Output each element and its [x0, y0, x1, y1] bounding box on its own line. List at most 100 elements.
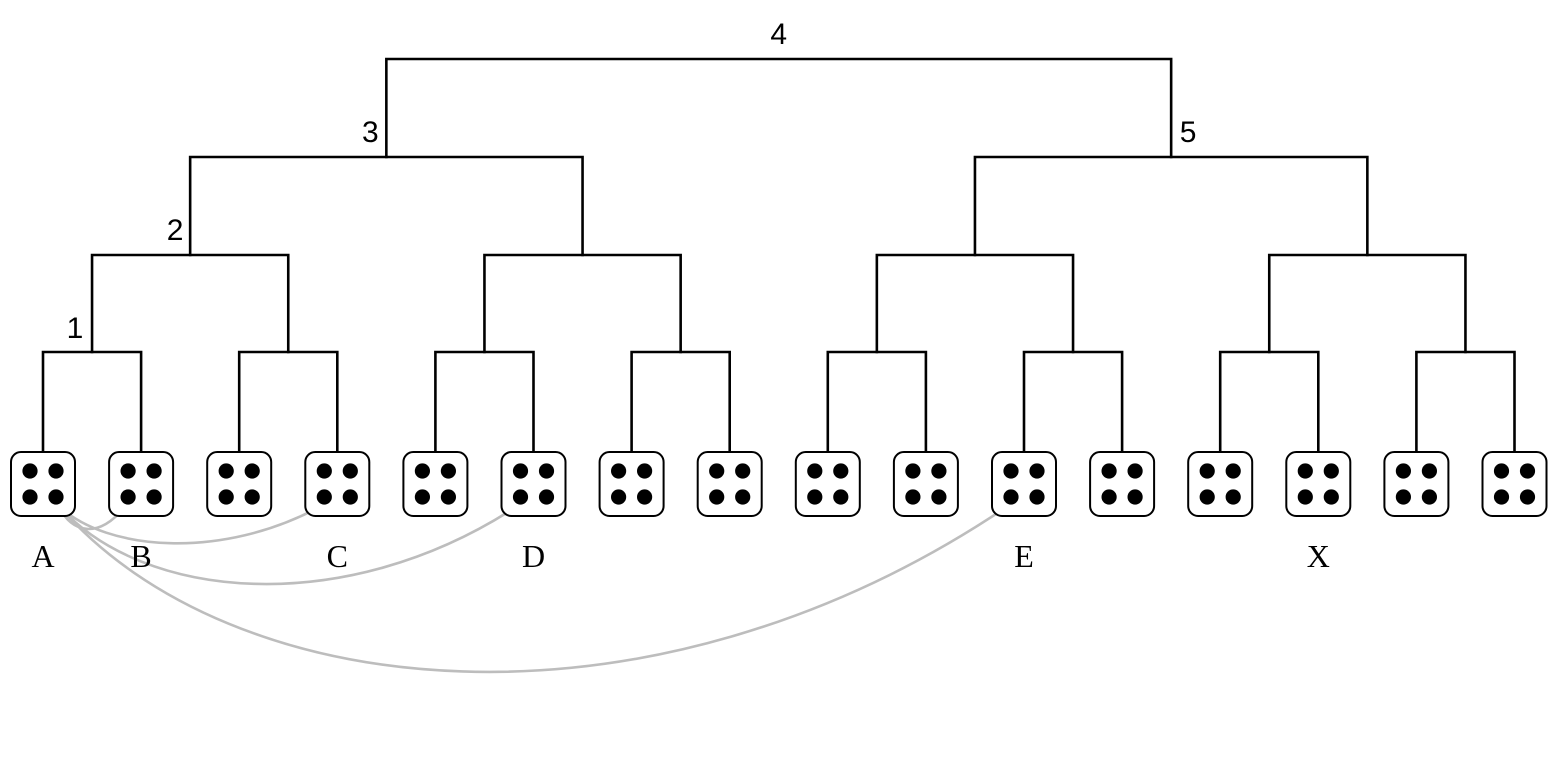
die-pip — [120, 463, 136, 479]
die-pip — [709, 463, 725, 479]
die-pip — [1323, 489, 1339, 505]
die-pip — [538, 463, 555, 479]
leaf-label-a: A — [31, 538, 54, 574]
die-body — [1187, 451, 1254, 517]
die-pip — [709, 489, 725, 505]
dice-four-icon — [304, 451, 371, 517]
dice-four-icon — [206, 451, 273, 517]
die-pip — [218, 489, 234, 505]
dice-four-icon — [1187, 451, 1254, 517]
tree-lines — [41, 57, 1516, 452]
dice-four-icon — [1089, 451, 1156, 517]
die-body — [304, 451, 371, 517]
tree-branch-l1-2 — [434, 350, 535, 452]
die-pip — [414, 463, 430, 479]
die-pip — [1029, 463, 1045, 479]
die-pip — [931, 489, 947, 505]
die-pip — [611, 489, 627, 505]
die-body — [794, 451, 861, 517]
dice-four-icon — [402, 451, 469, 517]
die-pip — [905, 463, 921, 479]
die-pip — [1323, 463, 1339, 479]
die-body — [402, 451, 469, 517]
dice-four-icon — [598, 451, 665, 517]
dice-row — [10, 451, 1548, 517]
leaf-label-c: C — [327, 538, 348, 574]
die-body — [206, 451, 273, 517]
tree-branch-l2-2 — [875, 253, 1075, 354]
die-pip — [833, 489, 849, 505]
level-label-4: 4 — [770, 18, 787, 51]
die-pip — [1395, 489, 1411, 505]
dice-four-icon — [1481, 451, 1548, 517]
die-pip — [735, 463, 751, 479]
leaf-label-d: D — [522, 538, 545, 574]
die-pip — [1199, 463, 1215, 479]
die-pip — [1421, 489, 1437, 505]
tree-branch-l4-0 — [385, 57, 1173, 159]
die-body — [1089, 451, 1156, 517]
die-pip — [1519, 489, 1536, 505]
die-pip — [218, 463, 234, 479]
die-pip — [1003, 463, 1019, 479]
die-pip — [342, 463, 358, 479]
tree-branch-l1-6 — [1218, 350, 1320, 452]
die-body — [500, 451, 567, 517]
tree-branch-l3-1 — [973, 155, 1369, 257]
dice-four-icon — [892, 451, 959, 517]
tree-branch-l1-1 — [237, 350, 339, 452]
dice-four-icon — [794, 451, 861, 517]
die-pip — [1127, 463, 1143, 479]
die-pip — [316, 463, 332, 479]
leaf-label-e: E — [1014, 538, 1034, 574]
die-pip — [512, 489, 529, 505]
die-pip — [1493, 489, 1510, 505]
die-pip — [538, 489, 555, 505]
tree-branch-l2-0 — [90, 253, 290, 354]
die-pip — [244, 463, 260, 479]
die-pip — [512, 463, 529, 479]
die-pip — [414, 489, 430, 505]
die-pip — [1395, 463, 1411, 479]
dice-four-icon — [1383, 451, 1450, 517]
dice-four-icon — [991, 451, 1057, 517]
die-body — [1383, 451, 1450, 517]
die-pip — [440, 489, 456, 505]
die-pip — [146, 463, 162, 479]
die-pip — [1101, 463, 1117, 479]
die-pip — [48, 463, 64, 479]
die-pip — [48, 489, 64, 505]
connection-arc-2 — [58, 504, 519, 586]
die-pip — [1225, 463, 1241, 479]
die-body — [1481, 451, 1548, 517]
tree-branch-l1-5 — [1022, 350, 1124, 452]
dice-four-icon — [1285, 451, 1352, 517]
tree-branch-l1-3 — [630, 350, 731, 452]
die-pip — [637, 463, 653, 479]
die-pip — [833, 463, 849, 479]
die-pip — [1029, 489, 1045, 505]
die-pip — [22, 463, 38, 479]
die-pip — [1225, 489, 1241, 505]
die-pip — [244, 489, 260, 505]
level-label-5: 5 — [1180, 116, 1197, 149]
die-pip — [1493, 463, 1510, 479]
die-pip — [146, 489, 162, 505]
die-pip — [342, 489, 358, 505]
tree-branch-l1-7 — [1415, 350, 1516, 452]
die-pip — [120, 489, 136, 505]
die-pip — [905, 489, 921, 505]
tree-branch-l1-0 — [41, 350, 143, 452]
die-pip — [22, 489, 38, 505]
level-label-2: 2 — [167, 214, 184, 247]
die-body — [108, 451, 175, 517]
tree-branch-l2-3 — [1267, 253, 1467, 354]
die-pip — [1003, 489, 1019, 505]
die-pip — [735, 489, 751, 505]
dice-four-icon — [500, 451, 567, 517]
connection-arc-3 — [58, 504, 1009, 674]
die-pip — [316, 489, 332, 505]
die-pip — [637, 489, 653, 505]
